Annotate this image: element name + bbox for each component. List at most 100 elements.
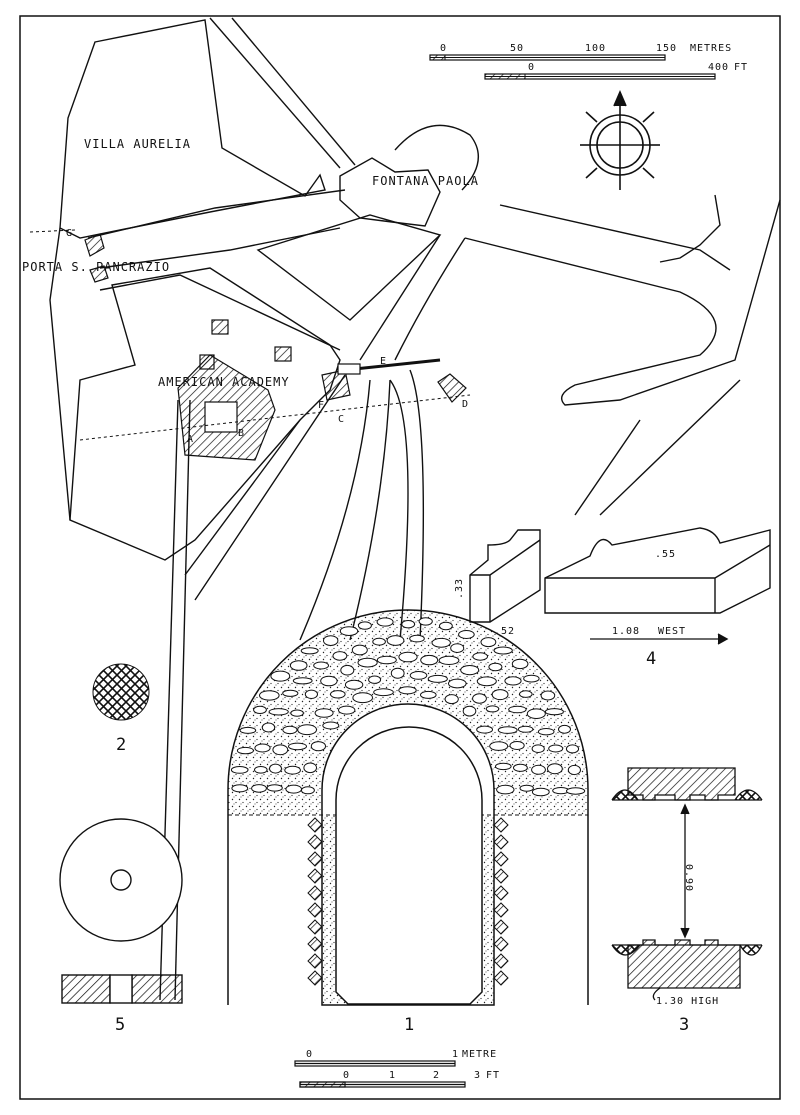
fig3-gap-dim: 0.90: [683, 864, 694, 892]
arch-stone: [488, 662, 503, 672]
arch-stone: [303, 762, 318, 774]
porta-building-2: [89, 265, 109, 283]
point-f-structure: [321, 369, 351, 401]
metre-tick-150: 150: [656, 43, 677, 54]
feet-tick-0: 0: [528, 62, 535, 73]
metre-tick-50: 50: [510, 43, 524, 54]
arch-stone: [438, 655, 460, 666]
arch-stone: [320, 675, 338, 687]
arch-stone: [251, 784, 267, 793]
label-point-c: C: [338, 414, 345, 425]
feet-tick-400: 400: [708, 62, 729, 73]
arch-stone: [300, 786, 315, 795]
arch-stone: [531, 744, 545, 754]
arch-stone: [323, 635, 339, 646]
arch-stone: [427, 674, 448, 683]
fontana-paola-outline: [339, 157, 441, 227]
pier-tooth: [493, 834, 509, 850]
road-east-1: [359, 234, 441, 361]
arch-stone: [548, 744, 564, 753]
arch-stone: [313, 661, 330, 670]
building-north-1: [211, 319, 229, 335]
section-feet-unit: FT: [486, 1070, 500, 1081]
fig4-blocks: [469, 527, 771, 645]
arch-stone: [368, 675, 382, 684]
section-metre-unit: METRE: [462, 1049, 497, 1060]
pier-tooth: [493, 851, 509, 867]
arch-stone: [290, 709, 304, 717]
label-fontana-paola: FONTANA PAOLA: [372, 174, 479, 188]
fig5-plan-hole: [110, 869, 132, 891]
arch-stone: [253, 766, 268, 774]
fig4-top: .55: [655, 549, 676, 560]
road-northwest: [209, 17, 341, 169]
fig2-number: 2: [116, 735, 126, 755]
section-feet-tick-3: 3: [474, 1070, 481, 1081]
arch-stone: [531, 787, 550, 797]
label-point-e: E: [380, 356, 387, 367]
street-porta-east: [99, 274, 341, 351]
pier-tooth: [493, 817, 509, 833]
pier-tooth: [493, 953, 509, 969]
arch-stone: [448, 678, 467, 689]
metre-tick-100: 100: [585, 43, 606, 54]
map-scale: [429, 54, 716, 80]
street-upper: [87, 189, 346, 239]
avenue-return-2: [599, 379, 741, 516]
arch-stone: [376, 655, 397, 665]
arch-stone: [547, 763, 563, 775]
pier-tooth: [493, 902, 509, 918]
porta-building: [84, 233, 105, 257]
arch-stone: [458, 630, 475, 639]
arch-stone: [390, 667, 405, 679]
fig3-joint-section: [611, 767, 763, 1001]
arch-stone: [431, 637, 451, 648]
arch-stone: [357, 621, 372, 630]
label-point-a: A: [187, 434, 194, 445]
arch-stone: [497, 726, 518, 734]
arch-stone: [304, 689, 318, 699]
label-american-academy: AMERICAN ACADEMY: [158, 375, 290, 389]
pier-tooth: [307, 834, 323, 850]
arch-stone: [310, 741, 326, 752]
arch-stone: [558, 724, 571, 734]
arch-stone: [340, 664, 355, 676]
arch-stone: [401, 620, 416, 629]
section-scale: [294, 1060, 466, 1088]
arch-stone: [352, 692, 374, 704]
arch-stone: [266, 784, 283, 792]
arch-stone: [409, 634, 425, 643]
arch-stone: [282, 689, 299, 697]
road-east-2: [394, 237, 466, 361]
arch-stone: [259, 690, 280, 701]
arch-stone: [537, 728, 555, 736]
arch-stone: [268, 708, 289, 716]
label-point-f: F: [318, 400, 325, 411]
fig2-reticulate-sample: [92, 663, 150, 721]
label-porta-pancrazio: PORTA S. PANCRAZIO: [22, 260, 170, 274]
pier-tooth: [307, 936, 323, 952]
plan-buildings: [84, 233, 467, 461]
fig3-lower-block: [627, 939, 741, 989]
avenue-south-edge: [464, 199, 781, 406]
block-south-fontana: [256, 214, 442, 321]
building-north-2: [274, 346, 292, 362]
arch-stone: [418, 617, 433, 626]
fig1-number: 1: [404, 1015, 414, 1035]
arch-stone: [491, 689, 509, 701]
pier-tooth: [307, 868, 323, 884]
pier-tooth: [493, 885, 509, 901]
pier-tooth: [307, 970, 323, 986]
arch-stone: [450, 643, 465, 653]
label-villa-aurelia: VILLA AURELIA: [84, 137, 191, 151]
arch-stone: [292, 677, 313, 685]
aqueduct-line: [344, 358, 441, 372]
label-point-g: G: [66, 228, 73, 239]
arch-stone: [270, 670, 291, 682]
arch-stone: [398, 651, 418, 663]
building-north-3: [199, 354, 215, 370]
fig4-large-block: [544, 527, 771, 614]
arch-stone: [288, 742, 307, 751]
arch-stone: [261, 722, 276, 733]
